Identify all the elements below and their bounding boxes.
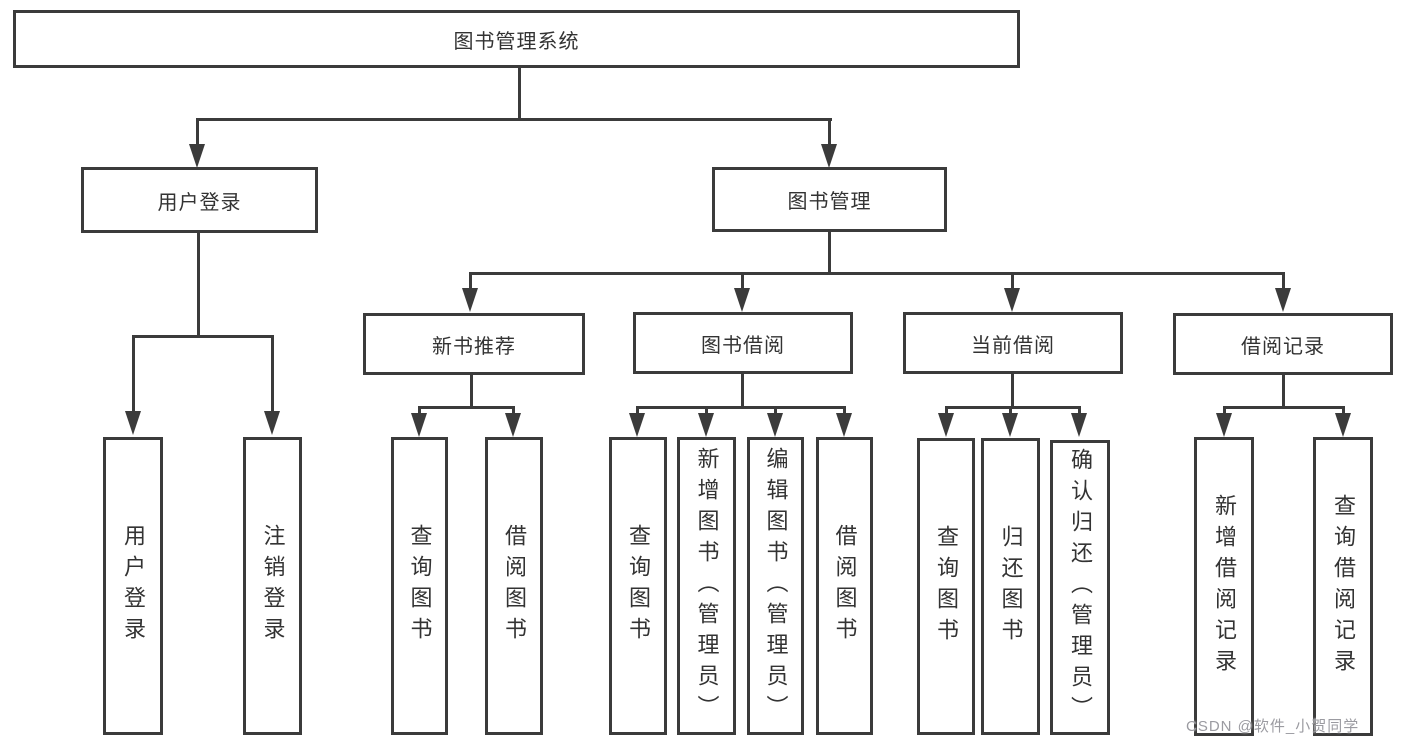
node-leaf-user-login-label: 用户登录 <box>121 524 146 648</box>
csdn-watermark: CSDN @软件_小贺同学 <box>1186 718 1360 735</box>
connector-borrow-records-rail <box>1223 406 1345 409</box>
node-leaf-edit-book-admin: 编辑图书（管理员） <box>747 437 804 735</box>
node-borrow-records-label: 借阅记录 <box>1241 335 1325 358</box>
connector-arrow-book-mgmt-shaft <box>828 118 831 146</box>
connector-arrow-d2-shaft <box>1009 406 1012 416</box>
node-leaf-add-borrow-record: 新增借阅记录 <box>1194 437 1254 736</box>
connector-arrow-c2-head <box>698 413 714 437</box>
connector-root-stem <box>518 68 521 120</box>
connector-arrow-e1-head <box>1216 413 1232 437</box>
connector-borrow-records-stem <box>1282 375 1285 408</box>
node-leaf-return-book-label: 归还图书 <box>998 524 1024 649</box>
connector-arrow-borrow-records-shaft <box>1282 272 1285 290</box>
connector-root-rail <box>196 118 832 121</box>
node-root: 图书管理系统 <box>13 10 1020 68</box>
node-new-book-rec-label: 新书推荐 <box>432 335 516 358</box>
node-leaf-query-borrow-record-label: 查询借阅记录 <box>1331 493 1356 680</box>
connector-user-login-rail <box>132 335 274 338</box>
node-leaf-query-borrow-record: 查询借阅记录 <box>1313 437 1373 736</box>
connector-arrow-b1-shaft <box>418 406 421 416</box>
node-leaf-user-login: 用户登录 <box>103 437 163 735</box>
node-book-borrow: 图书借阅 <box>633 312 853 374</box>
connector-arrow-b2-shaft <box>512 406 515 416</box>
node-leaf-borrow-book-1: 借阅图书 <box>485 437 543 735</box>
node-leaf-confirm-return-admin-label: 确认归还（管理员） <box>1068 448 1093 727</box>
connector-arrow-current-borrow-shaft <box>1011 272 1014 290</box>
node-book-borrow-label: 图书借阅 <box>701 334 785 357</box>
node-leaf-borrow-book-2-label: 借阅图书 <box>832 524 858 648</box>
connector-arrow-c1-shaft <box>636 406 639 416</box>
connector-arrow-d1-head <box>938 413 954 437</box>
connector-new-book-rec-rail <box>418 406 515 409</box>
connector-new-book-rec-stem <box>470 375 473 408</box>
connector-arrow-user-login-shaft <box>196 118 199 146</box>
connector-arrow-c3-shaft <box>774 406 777 416</box>
node-user-login-branch-label: 用户登录 <box>157 191 242 214</box>
connector-arrow-borrow-records-head <box>1275 288 1291 312</box>
node-leaf-query-book-1: 查询图书 <box>391 437 448 735</box>
node-leaf-query-book-2-label: 查询图书 <box>626 524 651 648</box>
node-leaf-logout: 注销登录 <box>243 437 302 735</box>
connector-arrow-new-book-rec-shaft <box>469 272 472 290</box>
node-leaf-add-book-admin-label: 新增图书（管理员） <box>694 446 720 726</box>
connector-arrow-c2-shaft <box>705 406 708 416</box>
connector-arrow-c1-head <box>629 413 645 437</box>
connector-book-mgmt-stem <box>828 232 831 274</box>
connector-current-borrow-stem <box>1011 373 1014 408</box>
node-current-borrow-label: 当前借阅 <box>971 334 1055 357</box>
node-leaf-query-book-1-label: 查询图书 <box>407 524 433 648</box>
node-current-borrow: 当前借阅 <box>903 312 1123 374</box>
connector-arrow-leaf-user-login-head <box>125 411 141 435</box>
connector-arrow-current-borrow-head <box>1004 288 1020 312</box>
connector-arrow-leaf-user-login-shaft <box>132 335 135 413</box>
node-leaf-add-borrow-record-label: 新增借阅记录 <box>1212 493 1237 680</box>
node-leaf-borrow-book-2: 借阅图书 <box>816 437 873 735</box>
connector-arrow-d3-head <box>1071 413 1087 437</box>
node-leaf-query-book-2: 查询图书 <box>609 437 667 735</box>
connector-arrow-e2-head <box>1335 413 1351 437</box>
connector-arrow-book-mgmt-head <box>821 144 837 168</box>
node-book-mgmt-branch: 图书管理 <box>712 167 947 232</box>
connector-book-borrow-stem <box>741 373 744 408</box>
connector-arrow-e1-shaft <box>1223 406 1226 416</box>
connector-arrow-c4-head <box>836 413 852 437</box>
connector-arrow-d3-shaft <box>1078 406 1081 416</box>
connector-arrow-book-borrow-shaft <box>741 272 744 290</box>
connector-current-borrow-rail <box>945 406 1081 409</box>
node-root-label: 图书管理系统 <box>453 30 580 53</box>
connector-arrow-user-login-head <box>189 144 205 168</box>
node-leaf-query-book-3-label: 查询图书 <box>934 524 959 649</box>
connector-arrow-leaf-logout-head <box>264 411 280 435</box>
node-leaf-query-book-3: 查询图书 <box>917 438 975 735</box>
connector-arrow-c4-shaft <box>843 406 846 416</box>
connector-arrow-book-borrow-head <box>734 288 750 312</box>
node-borrow-records: 借阅记录 <box>1173 313 1393 375</box>
connector-arrow-d1-shaft <box>945 406 948 416</box>
connector-arrow-c3-head <box>767 413 783 437</box>
node-leaf-return-book: 归还图书 <box>981 438 1040 735</box>
connector-arrow-leaf-logout-shaft <box>271 335 274 413</box>
node-user-login-branch: 用户登录 <box>81 167 318 233</box>
node-leaf-edit-book-admin-label: 编辑图书（管理员） <box>763 446 789 726</box>
node-leaf-add-book-admin: 新增图书（管理员） <box>677 437 736 735</box>
connector-arrow-b1-head <box>411 413 427 437</box>
node-leaf-confirm-return-admin: 确认归还（管理员） <box>1050 440 1110 735</box>
connector-arrow-d2-head <box>1002 413 1018 437</box>
node-leaf-logout-label: 注销登录 <box>260 524 286 648</box>
node-leaf-borrow-book-1-label: 借阅图书 <box>502 524 527 648</box>
connector-arrow-b2-head <box>505 413 521 437</box>
node-book-mgmt-branch-label: 图书管理 <box>787 191 872 213</box>
connector-book-mgmt-rail <box>469 272 1285 275</box>
connector-arrow-new-book-rec-head <box>462 288 478 312</box>
connector-book-borrow-rail <box>636 406 846 409</box>
connector-user-login-stem <box>197 233 200 337</box>
connector-arrow-e2-shaft <box>1342 406 1345 416</box>
node-new-book-rec: 新书推荐 <box>363 313 585 375</box>
